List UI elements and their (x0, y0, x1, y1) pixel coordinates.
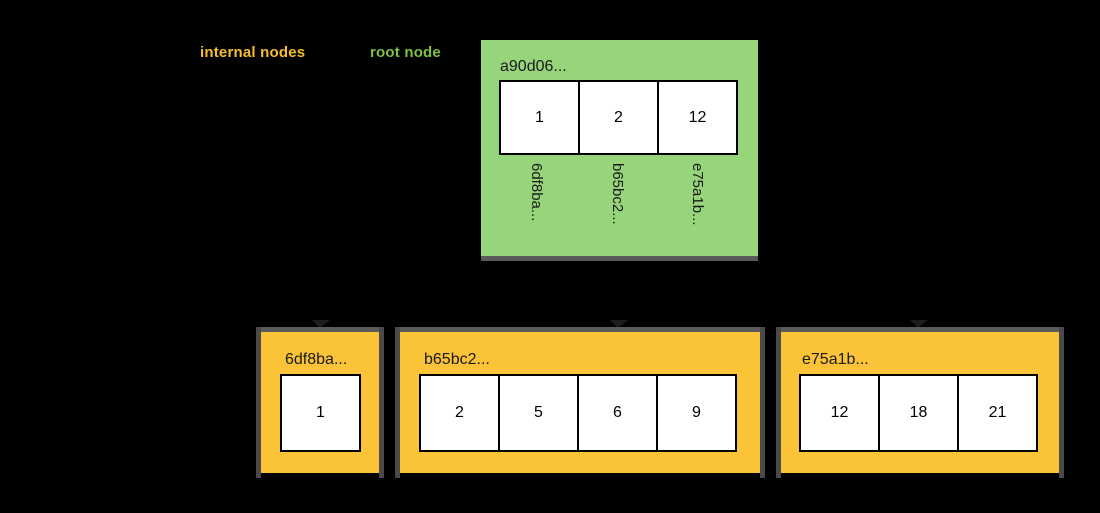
leaf-key-cell[interactable]: 18 (878, 374, 959, 452)
legend-internal-nodes: internal nodes (200, 44, 306, 61)
root-child-pointer-label: b65bc2... (609, 163, 626, 225)
root-key-cell[interactable]: 12 (657, 80, 738, 155)
leaf-node-b65bc2[interactable]: b65bc2... 2 5 6 9 (395, 327, 765, 478)
leaf-node-right-edge (1059, 327, 1064, 478)
leaf-node-left-edge (776, 327, 781, 478)
leaf-node-top-edge (781, 327, 1059, 332)
leaf-key-cell[interactable]: 1 (280, 374, 361, 452)
leaf-key-cell[interactable]: 12 (799, 374, 880, 452)
leaf-key-cell[interactable]: 5 (498, 374, 579, 452)
leaf-node-key-row: 1 (280, 374, 361, 452)
root-node-bottom-edge (481, 256, 758, 261)
root-key-cell[interactable]: 2 (578, 80, 659, 155)
leaf-key-cell[interactable]: 6 (577, 374, 658, 452)
leaf-node-title: 6df8ba... (285, 351, 348, 368)
leaf-node-key-row: 12 18 21 (799, 374, 1040, 452)
leaf-node-left-edge (256, 327, 261, 478)
leaf-node-top-edge (261, 327, 379, 332)
root-child-pointer-label: e75a1b... (689, 163, 706, 226)
root-node-key-row: 1 2 12 (499, 80, 740, 155)
root-node-title: a90d06... (500, 58, 567, 75)
leaf-node-title: e75a1b... (802, 351, 869, 368)
leaf-node-body: b65bc2... 2 5 6 9 (400, 332, 760, 473)
leaf-node-body: 6df8ba... 1 (261, 332, 379, 473)
leaf-node-e75a1b[interactable]: e75a1b... 12 18 21 (776, 327, 1064, 478)
leaf-node-left-edge (395, 327, 400, 478)
leaf-node-key-row: 2 5 6 9 (419, 374, 741, 452)
leaf-node-body: e75a1b... 12 18 21 (781, 332, 1059, 473)
root-key-cell[interactable]: 1 (499, 80, 580, 155)
leaf-node-top-edge (400, 327, 760, 332)
leaf-node-right-edge (760, 327, 765, 478)
leaf-key-cell[interactable]: 2 (419, 374, 500, 452)
root-child-pointer-label: 6df8ba... (528, 163, 545, 222)
root-node-body: a90d06... 1 2 12 6df8ba... b65bc2... e75… (481, 40, 758, 256)
legend-root-node: root node (370, 44, 441, 61)
leaf-key-cell[interactable]: 9 (656, 374, 737, 452)
leaf-node-6df8ba[interactable]: 6df8ba... 1 (256, 327, 384, 478)
leaf-node-right-edge (379, 327, 384, 478)
leaf-node-title: b65bc2... (424, 351, 490, 368)
root-node[interactable]: a90d06... 1 2 12 6df8ba... b65bc2... e75… (481, 40, 758, 261)
leaf-key-cell[interactable]: 21 (957, 374, 1038, 452)
